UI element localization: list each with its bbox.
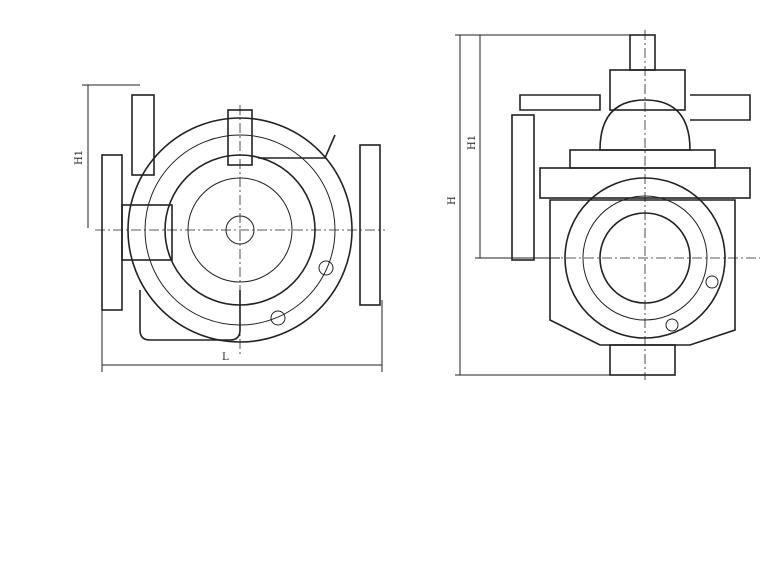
side-view: H H1 bbox=[447, 30, 760, 380]
side-inner-height-dimension-label: H1 bbox=[467, 135, 478, 150]
length-dimension-label: L bbox=[222, 352, 229, 363]
front-height-dimension-label: H1 bbox=[74, 150, 85, 165]
side-height-dimension-label: H bbox=[447, 196, 458, 205]
front-view: L H1 bbox=[74, 84, 385, 372]
